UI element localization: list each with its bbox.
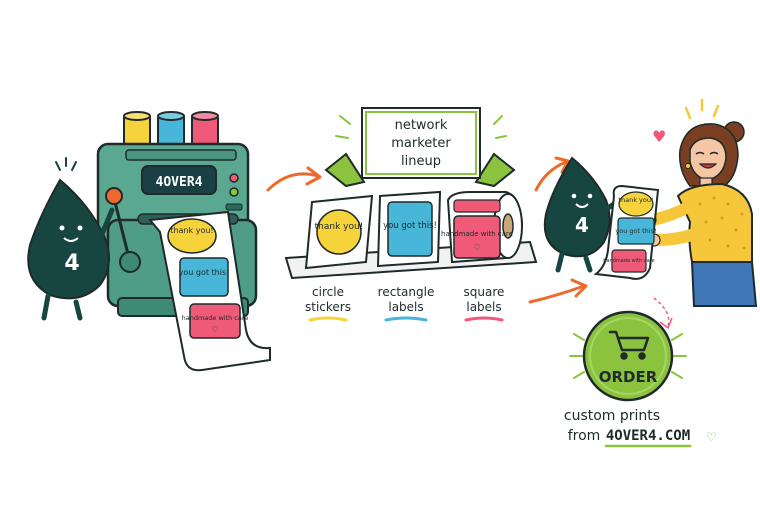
svg-text:circle: circle: [312, 285, 344, 299]
sheet-thank-you: thank you!: [618, 196, 653, 204]
shopping-cart-icon: [608, 330, 650, 360]
printer-light-icon: [229, 187, 239, 197]
sample-rectangle-card: you got this!: [376, 190, 442, 268]
mascot-number-right: 4: [575, 213, 589, 237]
sample-roll-text: handmade with care: [441, 230, 513, 238]
sample-rect-text: you got this!: [383, 221, 437, 231]
mascot-number-left: 4: [64, 251, 79, 276]
order-sparkles: [569, 333, 687, 379]
printer-output-sheet: thank you! you got this! handmade with c…: [148, 210, 271, 372]
flow-arrow-1: [266, 172, 320, 192]
heart-icon: ♡: [473, 243, 480, 252]
caption-square-labels: square labels: [464, 285, 505, 322]
order-button[interactable]: ORDER: [582, 310, 674, 402]
flow-arrow-2: [534, 160, 568, 192]
svg-text:square: square: [464, 285, 505, 299]
dashed-trail: [653, 297, 670, 327]
banner-line-3: lineup: [401, 154, 441, 169]
heart-icon: ♡: [211, 325, 218, 334]
love-heart-icon: ♥: [652, 127, 666, 146]
sample-square-roll: handmade with care ♡: [441, 191, 524, 264]
banner-line-2: marketer: [391, 136, 451, 151]
sticker-thank-you-label: thank you!: [170, 226, 213, 235]
order-tagline-prefix: from: [568, 428, 601, 444]
order-button-label: ORDER: [599, 368, 658, 386]
caption-rectangle-labels: rectangle labels: [378, 285, 435, 322]
banner-line-1: network: [395, 118, 448, 133]
ink-can-blue: [157, 111, 185, 147]
svg-text:rectangle: rectangle: [378, 285, 435, 299]
sticker-handmade-label: handmade with care: [182, 314, 249, 322]
order-site-link[interactable]: 4OVER4.COM: [606, 428, 690, 444]
customer-person: [643, 121, 758, 307]
svg-text:labels: labels: [388, 300, 423, 314]
order-tagline-line1: custom prints: [564, 408, 660, 424]
mascot-drop-left: 4: [27, 157, 115, 321]
customer-sticker-sheet: thank you! you got this! handmade with c…: [593, 184, 660, 280]
sticker-you-got-this-label: you got this!: [179, 268, 230, 277]
svg-text:stickers: stickers: [305, 300, 351, 314]
ink-can-pink: [191, 111, 219, 147]
mascot-drop-right: 4: [543, 156, 623, 273]
sample-circle-card: thank you!: [304, 194, 374, 270]
printer-light-icon: [229, 173, 239, 183]
printer-brand-label: 4OVER4: [156, 175, 203, 190]
ink-can-yellow: [123, 111, 151, 147]
heart-icon: ♡: [706, 430, 717, 444]
flow-arrow-3: [528, 284, 586, 304]
svg-text:labels: labels: [466, 300, 501, 314]
lever-knob-icon: [105, 187, 123, 205]
lineup-banner: network marketer lineup: [324, 107, 516, 188]
sheet-handmade: handmade with care: [603, 258, 654, 264]
caption-circle-stickers: circle stickers: [305, 285, 351, 322]
sample-circle-text: thank you!: [315, 222, 364, 232]
sheet-you-got-this: you got this!: [615, 227, 656, 235]
